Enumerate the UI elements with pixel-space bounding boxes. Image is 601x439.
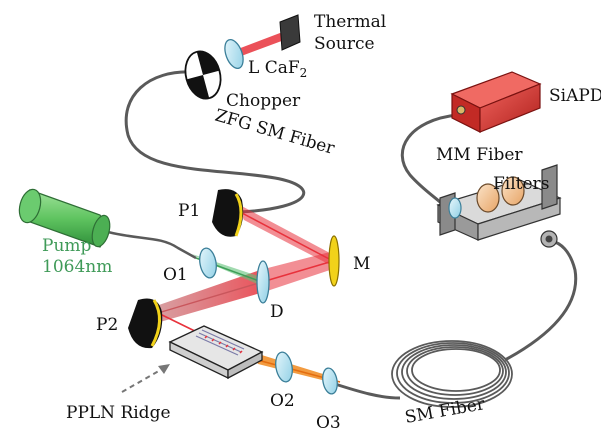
sm-fiber-coil	[392, 341, 512, 407]
label-chopper: Chopper	[226, 91, 301, 111]
beam-p1-to-m-core	[240, 212, 333, 261]
label-zfg-sm-fiber: ZFG SM Fiber	[213, 106, 338, 159]
label-pump-line1: Pump	[42, 236, 92, 256]
label-thermal-source-line1: Thermal	[314, 12, 386, 32]
dichroic-d	[257, 261, 269, 303]
pump-fiber	[108, 232, 196, 258]
objective-o1	[198, 247, 219, 279]
mirror-m	[329, 236, 339, 286]
label-siapd: SiAPD	[549, 86, 601, 106]
parabolic-mirror-p2	[128, 299, 162, 349]
label-filters: Filters	[493, 174, 549, 194]
label-p1: P1	[178, 201, 200, 221]
ppln-pointer-arrow	[122, 364, 170, 392]
chopper	[180, 47, 225, 102]
label-m: M	[353, 254, 370, 274]
objective-o2	[274, 351, 295, 383]
label-mm-fiber: MM Fiber	[436, 145, 523, 165]
ppln-ridge-chip	[170, 326, 262, 378]
label-o3: O3	[316, 413, 341, 433]
thermal-source	[280, 15, 300, 50]
objective-o3	[321, 367, 339, 395]
label-p2: P2	[96, 315, 118, 335]
siapd-detector	[452, 72, 540, 132]
beam-d-to-p2-core	[158, 282, 262, 313]
parabolic-mirror-p1	[212, 189, 243, 237]
label-pump-line2: 1064nm	[42, 257, 112, 277]
label-thermal-source-line2: Source	[314, 34, 375, 54]
label-ppln-ridge: PPLN Ridge	[66, 403, 171, 423]
label-lens: L CaF2	[248, 58, 307, 80]
label-o1: O1	[163, 265, 188, 285]
lens-caf2	[221, 37, 246, 71]
label-o2: O2	[270, 391, 295, 411]
label-d: D	[270, 302, 284, 322]
sm-fiber	[335, 241, 576, 398]
